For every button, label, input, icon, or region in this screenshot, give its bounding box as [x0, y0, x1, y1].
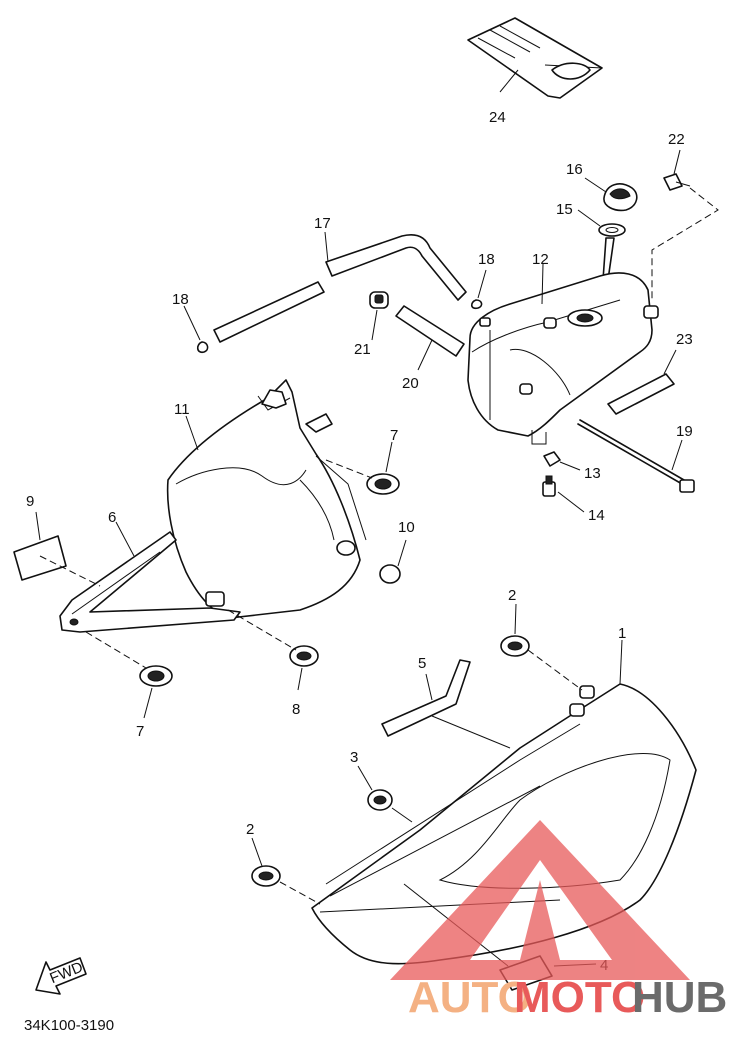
part-14-bolt — [542, 475, 556, 497]
label-15: 15 — [556, 201, 573, 218]
part-15-gasket — [598, 223, 626, 237]
part-8-grommet — [289, 645, 319, 667]
part-18-clip-right — [470, 299, 483, 310]
label-7-lower: 7 — [136, 723, 144, 740]
part-5-strip — [381, 659, 471, 737]
part-19-bolt — [577, 419, 695, 493]
part-7-grommet-upper — [366, 473, 400, 495]
part-10-damper — [336, 540, 401, 584]
watermark-triangle-icon — [390, 820, 690, 980]
part-23-strap — [607, 373, 675, 415]
label-8: 8 — [292, 701, 300, 718]
part-7-grommet-lower — [139, 665, 173, 687]
part-16-cap — [603, 183, 638, 212]
part-24-manual — [467, 17, 603, 99]
label-10: 10 — [398, 519, 415, 536]
label-16: 16 — [566, 161, 583, 178]
part-11-boss — [205, 591, 225, 607]
part-21-grommet — [369, 291, 389, 309]
part-18-clip-left — [196, 341, 209, 354]
label-3: 3 — [350, 749, 358, 766]
part-22-bolt — [663, 173, 691, 191]
label-18-right: 18 — [478, 251, 495, 268]
label-2-upper: 2 — [508, 587, 516, 604]
watermark-auto: AUTO — [408, 973, 532, 1022]
watermark-text: AUTO MOTO HUB — [408, 973, 727, 1022]
watermark-logo — [390, 820, 690, 980]
watermark-moto: MOTO — [514, 973, 645, 1022]
label-5: 5 — [418, 655, 426, 672]
label-9: 9 — [26, 493, 34, 510]
label-21: 21 — [354, 341, 371, 358]
leader-22 — [651, 187, 719, 300]
label-11: 11 — [174, 401, 190, 418]
part-1-side-cover — [311, 683, 697, 965]
part-6-bracket — [59, 531, 241, 633]
label-24: 24 — [489, 109, 506, 126]
label-2-lower: 2 — [246, 821, 254, 838]
part-12-tank — [467, 272, 659, 445]
label-19: 19 — [676, 423, 693, 440]
part-2-grommet-upper — [500, 635, 530, 657]
label-1: 1 — [618, 625, 626, 642]
label-18-left: 18 — [172, 291, 189, 308]
label-23: 23 — [676, 331, 693, 348]
fwd-arrow-icon: FWD — [35, 957, 87, 995]
label-13: 13 — [584, 465, 601, 482]
label-7-upper: 7 — [390, 427, 398, 444]
part-2-grommet-lower — [251, 865, 281, 887]
part-17-hose — [213, 233, 467, 343]
label-12: 12 — [532, 251, 549, 268]
diagram-code: 34K100-3190 — [24, 1017, 114, 1034]
label-14: 14 — [588, 507, 605, 524]
label-6: 6 — [108, 509, 116, 526]
watermark-hub: HUB — [632, 973, 727, 1022]
part-13-nut — [543, 451, 561, 467]
fwd-label: FWD — [47, 959, 85, 988]
part-3-grommet — [367, 789, 393, 811]
label-22: 22 — [668, 131, 685, 148]
part-11-side-cover — [166, 379, 367, 619]
label-17: 17 — [314, 215, 331, 232]
part-20-hose — [395, 305, 465, 357]
part-9-decal — [13, 535, 67, 581]
label-20: 20 — [402, 375, 419, 392]
